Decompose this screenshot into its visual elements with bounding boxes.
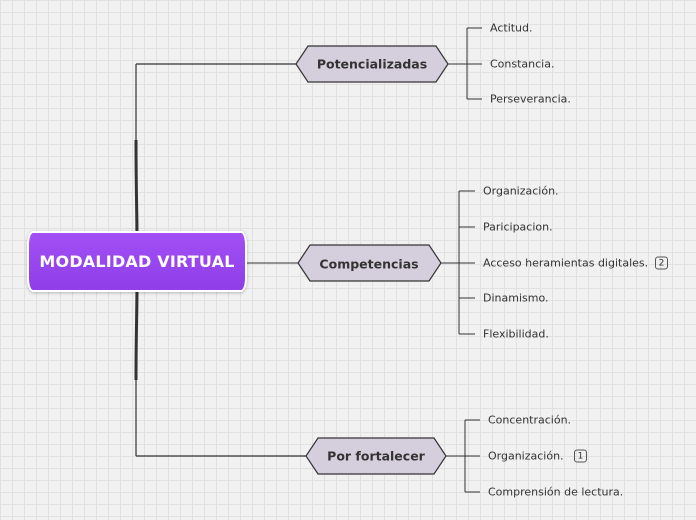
topic-node-potencializadas[interactable] [295, 45, 449, 83]
leaf-acceso-herramientas[interactable]: Acceso heramientas digitales. [483, 256, 649, 270]
central-node[interactable]: MODALIDAD VIRTUAL [27, 231, 247, 292]
leaf-organizacion-2[interactable]: Organización. [488, 449, 564, 463]
count-badge[interactable]: 1 [574, 449, 587, 463]
leaf-actitud[interactable]: Actitud. [490, 21, 533, 35]
leaf-constancia[interactable]: Constancia. [490, 57, 555, 71]
topic-label-por-fortalecer: Por fortalecer [327, 448, 425, 464]
topic-node-por-fortalecer[interactable] [305, 437, 447, 475]
central-node-label: MODALIDAD VIRTUAL [39, 252, 235, 271]
leaf-dinamismo[interactable]: Dinamismo. [483, 291, 549, 305]
branches-por-fortalecer [446, 419, 480, 493]
trunk-thick-lower [134, 291, 139, 381]
topic-node-competencias[interactable] [297, 244, 442, 282]
branches-competencias [441, 190, 475, 335]
leaf-perseverancia[interactable]: Perseverancia. [490, 92, 571, 106]
trunk-thick-upper [134, 139, 139, 233]
leaf-flexibilidad[interactable]: Flexibilidad. [483, 327, 549, 341]
leaf-paricipacion[interactable]: Paricipacion. [483, 220, 553, 234]
branches-potencializadas [448, 27, 482, 100]
topic-label-competencias: Competencias [319, 256, 419, 272]
count-badge[interactable]: 2 [655, 256, 668, 270]
leaf-organizacion[interactable]: Organización. [483, 184, 559, 198]
topic-label-potencializadas: Potencializadas [316, 56, 428, 72]
leaf-concentracion[interactable]: Concentración. [488, 413, 572, 427]
leaf-comprension-lectura[interactable]: Comprensión de lectura. [488, 485, 624, 499]
